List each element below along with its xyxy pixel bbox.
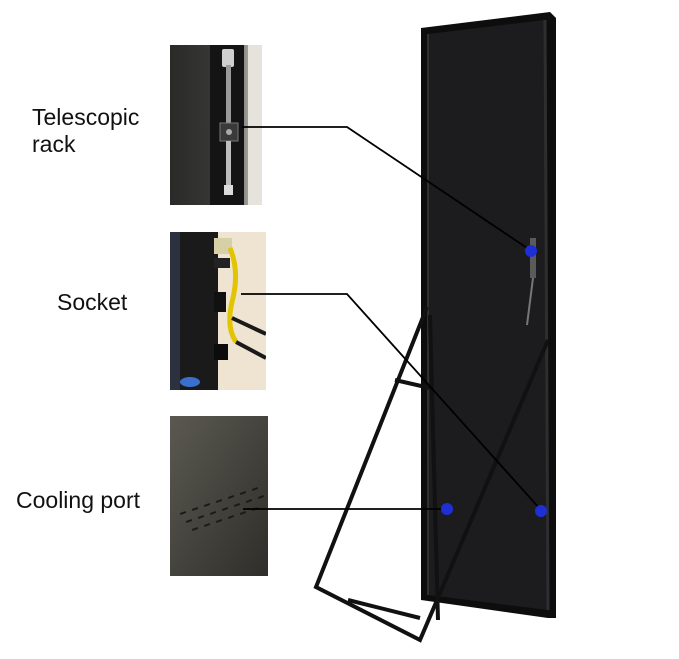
stand-frame (313, 306, 550, 643)
panel-telescopic-rack (526, 238, 536, 326)
telescopic-rack-leader (242, 126, 531, 251)
socket-leader (241, 293, 542, 511)
cooling-port-photo (170, 416, 268, 576)
leader-lines (241, 126, 542, 511)
socket-photo (170, 232, 266, 390)
cooling-port-marker (441, 503, 453, 515)
telescopic-rack-label-line1: Telescopic (32, 104, 140, 130)
display-panel (421, 12, 556, 618)
telescopic-rack-label-line2: rack (32, 131, 76, 157)
markers (441, 245, 547, 517)
telescopic-rack-photo (170, 45, 262, 205)
socket-label: Socket (57, 289, 128, 315)
cooling-port-label: Cooling port (16, 487, 141, 513)
telescopic-rack-marker (525, 245, 537, 257)
telescopic-rack-label: Telescopic rack (32, 104, 139, 158)
socket-marker (535, 505, 547, 517)
